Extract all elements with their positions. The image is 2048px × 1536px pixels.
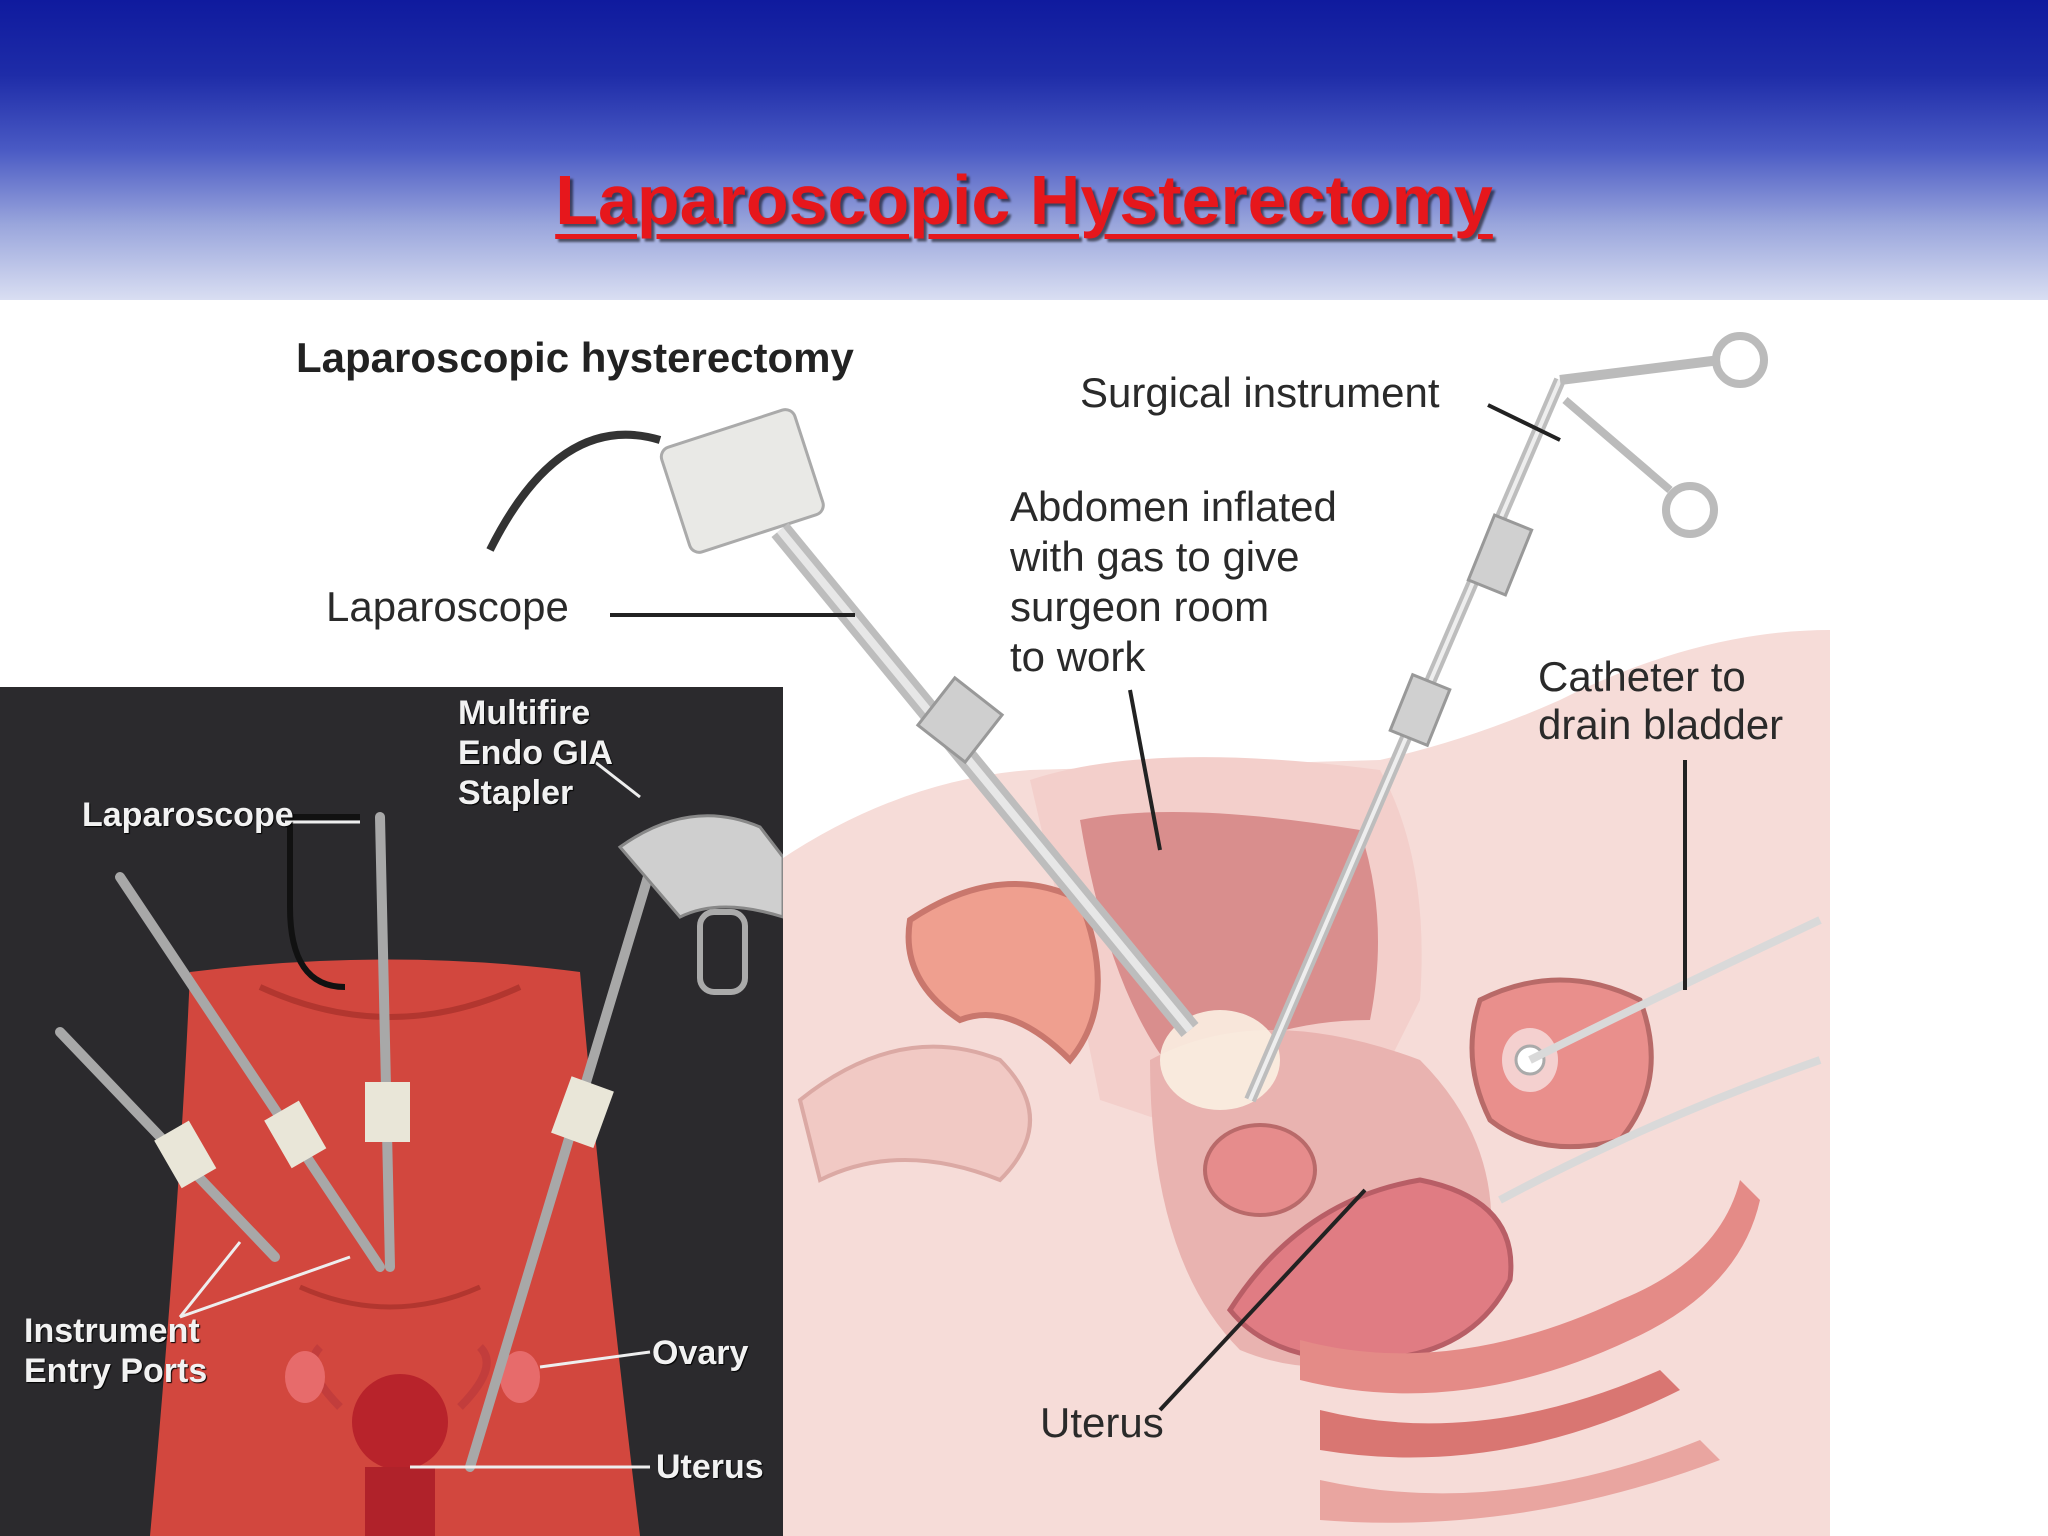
inset-label-ovary: Ovary (652, 1334, 749, 1372)
inset-label-ports-line1: Instrument (24, 1312, 200, 1350)
lower-bowel (797, 1044, 1032, 1183)
label-abdomen-line4: to work (1010, 633, 1146, 680)
slide-title: Laparoscopic Hysterectomy (555, 161, 1493, 239)
inset-label-stapler-line2: Endo GIA (458, 734, 613, 772)
intestine (905, 881, 1101, 1065)
inset-label-laparoscope: Laparoscope (82, 796, 294, 834)
label-catheter-line2: drain bladder (1538, 701, 1784, 748)
inset-label-stapler-line1: Multifire (458, 694, 591, 732)
inset-uterus-shape (352, 1374, 448, 1470)
leader-uterus (1158, 1188, 1367, 1412)
label-catheter-line1: Catheter to (1538, 653, 1746, 700)
label-laparoscope: Laparoscope (326, 583, 569, 630)
leader-abdomen (1128, 689, 1162, 851)
header-band (0, 0, 2048, 300)
bladder-shape (1469, 977, 1654, 1150)
inset-label-stapler-line3: Stapler (458, 774, 574, 812)
inset-ovary-right (500, 1351, 540, 1403)
label-surgical-instrument: Surgical instrument (1080, 369, 1440, 416)
label-uterus: Uterus (1040, 1399, 1164, 1446)
inset-panel: Multifire Endo GIA Stapler Laparoscope I… (0, 687, 783, 1536)
leader-surgical-instrument (1487, 403, 1561, 442)
inset-label-ports-line2: Entry Ports (24, 1352, 208, 1390)
abdominal-cavity (1080, 812, 1378, 1080)
inset-label-uterus: Uterus (656, 1448, 764, 1486)
surgical-instrument (1244, 332, 1768, 1103)
catheter-tube (1528, 916, 1822, 1064)
inset-ovary-left (285, 1351, 325, 1403)
ovary-shape (1203, 1123, 1317, 1217)
diagram-heading: Laparoscopic hysterectomy (296, 334, 854, 381)
pelvic-floor-layers (1300, 1180, 1760, 1394)
inset-illustration (55, 760, 783, 1536)
inset-instruments (55, 812, 665, 1472)
label-abdomen-line2: with gas to give (1010, 533, 1300, 580)
main-anatomy-illustration (486, 332, 1830, 1536)
label-abdomen-line3: surgeon room (1010, 583, 1270, 630)
stapler-handle (617, 814, 783, 919)
label-abdomen-line1: Abdomen inflated (1010, 483, 1337, 530)
